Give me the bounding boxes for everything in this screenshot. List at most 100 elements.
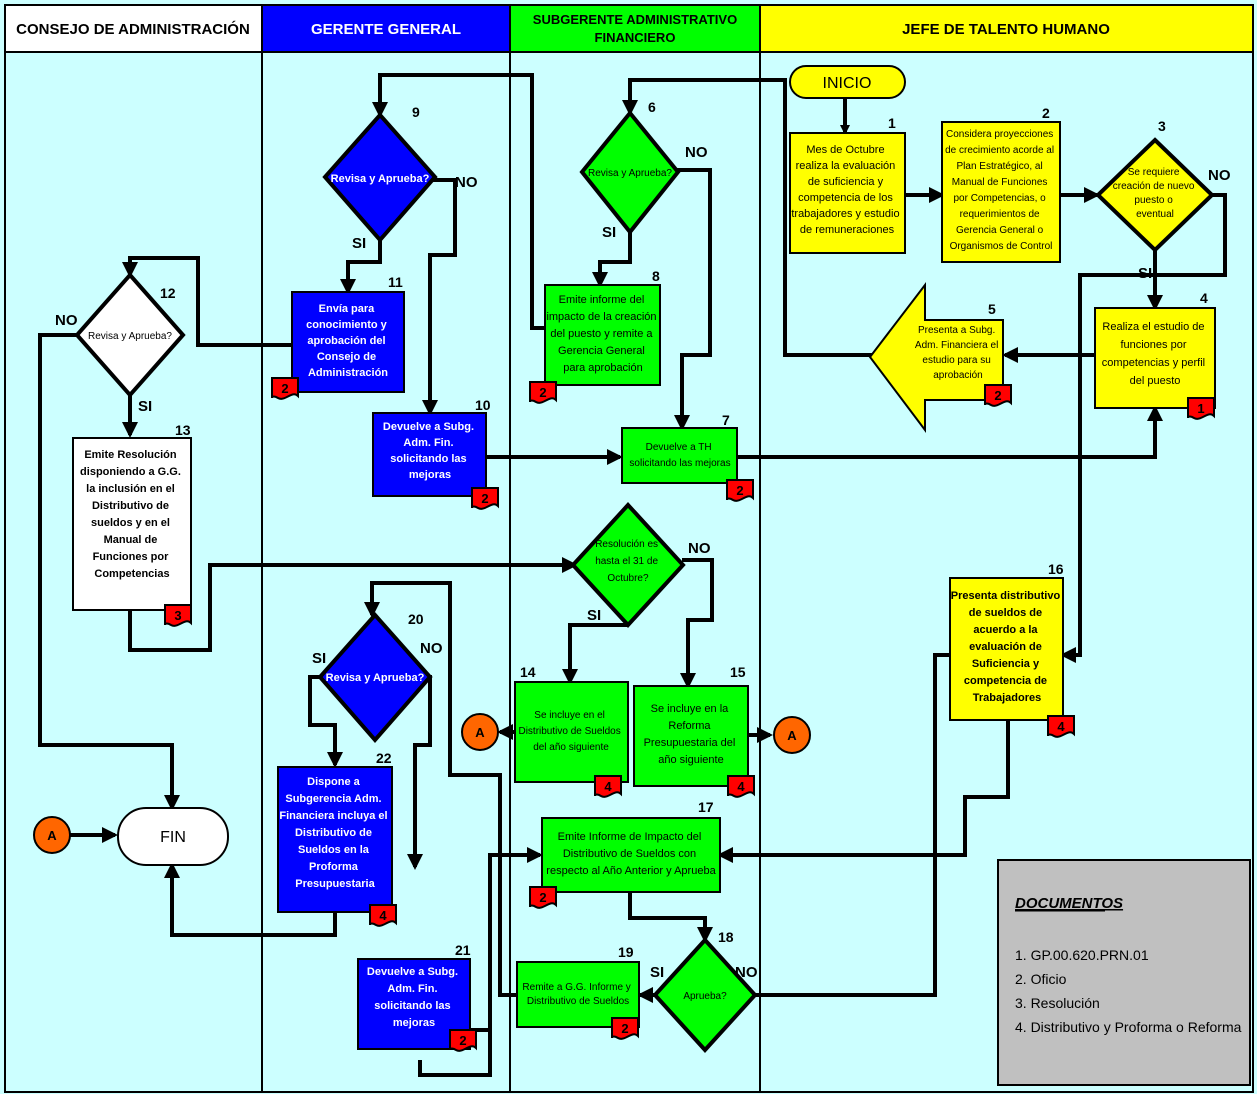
svg-text:8: 8 (652, 268, 660, 284)
svg-text:14: 14 (520, 664, 536, 680)
svg-text:2: 2 (481, 491, 488, 506)
svg-text:2: 2 (736, 483, 743, 498)
svg-text:20: 20 (408, 611, 424, 627)
doc-marker-s5: 2 (984, 384, 1012, 407)
svg-text:Revisa y Aprueba?: Revisa y Aprueba? (588, 168, 672, 179)
step-20-decision: 20 Revisa y Aprueba? NO SI (312, 611, 443, 744)
svg-text:21: 21 (455, 942, 471, 958)
doc-marker-s14: 4 (594, 775, 622, 798)
svg-text:4: 4 (1200, 290, 1208, 306)
svg-text:17: 17 (698, 799, 714, 815)
svg-text:2: 2 (621, 1021, 628, 1036)
legend-item-2: 2. Oficio (1015, 971, 1067, 987)
svg-text:NO: NO (735, 964, 758, 981)
svg-text:Se incluye en el Distrib: Se incluye en el Distributivo de Sueldos… (518, 710, 623, 753)
lane-title-jefe-th: JEFE DE TALENTO HUMANO (902, 21, 1110, 38)
lane-header-consejo (4, 4, 263, 53)
svg-text:Revisa y Aprueba?: Revisa y Aprueba? (331, 173, 430, 185)
lane-title-subgerente-1: SUBGERENTE ADMINISTRATIVO (533, 12, 737, 27)
svg-text:SI: SI (602, 224, 616, 241)
svg-text:22: 22 (376, 750, 392, 766)
step-15-box: 15 Se incluye en la Reforma Presupuestar… (633, 664, 749, 787)
doc-marker-s7: 2 (726, 479, 754, 502)
doc-marker-s10: 2 (471, 487, 499, 510)
step-1-text: Mes de Octubre realiza la evaluación de … (791, 144, 902, 236)
svg-text:Devuelve a TH solicitand: Devuelve a TH solicitando las mejoras (629, 442, 730, 469)
legend-item-1: 1. GP.00.620.PRN.01 (1015, 947, 1149, 963)
step-5-arrow-box: 5 Presenta a Subg. Adm. Financiera el es… (868, 282, 1004, 433)
connector-a-left: A (461, 713, 499, 751)
documents-legend: DOCUMENTOS 1. GP.00.620.PRN.01 2. Oficio… (997, 859, 1251, 1086)
svg-text:19: 19 (618, 944, 634, 960)
svg-text:Se incluye en la Reforma: Se incluye en la Reforma Presupuestaria … (644, 703, 739, 766)
svg-text:Revisa y Aprueba?: Revisa y Aprueba? (326, 672, 425, 684)
connector-a-fin: A (33, 816, 71, 854)
svg-text:A: A (47, 828, 57, 843)
svg-text:10: 10 (475, 397, 491, 413)
svg-text:2: 2 (539, 385, 546, 400)
doc-marker-s8: 2 (529, 381, 557, 404)
svg-text:NO: NO (420, 640, 443, 657)
svg-text:SI: SI (312, 650, 326, 667)
svg-text:Emite Resolución disponi: Emite Resolución disponiendo a G.G. la i… (80, 449, 184, 580)
svg-text:SI: SI (587, 607, 601, 624)
lane-title-subgerente-2: FINANCIERO (595, 30, 676, 45)
lane-title-gerente: GERENTE GENERAL (311, 21, 461, 38)
lane-dividers (4, 51, 1254, 1093)
connector-a-right: A (773, 716, 811, 754)
svg-text:SI: SI (650, 964, 664, 981)
svg-text:SI: SI (352, 235, 366, 252)
svg-text:15: 15 (730, 664, 746, 680)
lane-header-gerente (261, 4, 511, 53)
resolution-decision: Resolución es hasta el 31 de Octubre? NO… (570, 502, 711, 628)
svg-text:5: 5 (988, 301, 996, 317)
svg-text:A: A (787, 728, 797, 743)
svg-text:Presenta distributivo de: Presenta distributivo de sueldos de acue… (951, 590, 1063, 704)
svg-text:Emite Informe de Impacto del: Emite Informe de Impacto del Distributiv… (546, 831, 716, 877)
svg-text:2: 2 (539, 890, 546, 905)
step-3-decision: 3 Se requiere creación de nuevo puesto o… (1095, 118, 1231, 282)
doc-marker-s13: 3 (164, 604, 192, 627)
svg-text:Aprueba?: Aprueba? (683, 991, 727, 1002)
step-19-box: 19 Remite a G.G. Informe y Distributivo … (516, 944, 640, 1028)
step-14-box: 14 Se incluye en el Distributivo de Suel… (514, 664, 629, 783)
svg-text:4: 4 (604, 779, 612, 794)
doc-marker-s11: 2 (271, 377, 299, 400)
doc-marker-s19: 2 (611, 1017, 639, 1040)
step-16-box: 16 Presenta distributivo de sueldos de a… (949, 561, 1064, 721)
svg-text:SI: SI (138, 398, 152, 415)
step-22-box: 22 Dispone a Subgerencia Adm. Financiera… (277, 750, 393, 913)
step-6-decision: 6 Revisa y Aprueba? NO SI (579, 99, 708, 241)
svg-text:3: 3 (174, 608, 181, 623)
svg-text:18: 18 (718, 929, 734, 945)
step-10-box: 10 Devuelve a Subg. Adm. Fin. solicitand… (372, 397, 491, 497)
svg-text:1: 1 (888, 115, 896, 131)
step-17-box: 17 Emite Informe de Impacto del Distribu… (541, 799, 721, 893)
svg-text:6: 6 (648, 99, 656, 115)
svg-text:2: 2 (459, 1033, 466, 1048)
svg-text:NO: NO (685, 144, 708, 161)
legend-title: DOCUMENTOS (1015, 895, 1123, 912)
svg-text:4: 4 (737, 779, 745, 794)
svg-text:Devuelve a Subg. Adm. Fi: Devuelve a Subg. Adm. Fin. solicitando l… (367, 966, 461, 1029)
step-8-box: 8 Emite informe del impacto de la creaci… (544, 268, 661, 386)
step-9-decision: 9 Revisa y Aprueba? NO SI (322, 104, 478, 252)
svg-text:7: 7 (722, 412, 730, 428)
svg-text:2: 2 (994, 388, 1001, 403)
svg-text:9: 9 (412, 104, 420, 120)
step-13-box: 13 Emite Resolución disponiendo a G.G. l… (72, 422, 192, 611)
doc-marker-s4: 1 (1187, 397, 1215, 420)
svg-text:Realiza el estudio de fu: Realiza el estudio de funciones por comp… (1102, 321, 1208, 387)
fin-terminal: FIN (117, 807, 229, 866)
step-7-box: 7 Devuelve a TH solicitando las mejoras (621, 412, 738, 484)
doc-marker-s15: 4 (727, 775, 755, 798)
svg-text:Presenta a Subg. Adm. Fi: Presenta a Subg. Adm. Financiera el estu… (915, 325, 1001, 381)
step-2-box: 2 Considera proyecciones de crecimiento … (941, 105, 1061, 263)
svg-text:4: 4 (379, 908, 387, 923)
svg-text:Revisa y Aprueba?: Revisa y Aprueba? (88, 331, 172, 342)
svg-text:Emite informe del impact: Emite informe del impacto de la creación… (546, 294, 659, 374)
lane-headers: CONSEJO DE ADMINISTRACIÓN GERENTE GENERA… (4, 4, 1254, 53)
step-4-box: 4 Realiza el estudio de funciones por co… (1094, 290, 1216, 409)
svg-text:Envía para conocimiento: Envía para conocimiento y aprobación del… (306, 303, 390, 379)
